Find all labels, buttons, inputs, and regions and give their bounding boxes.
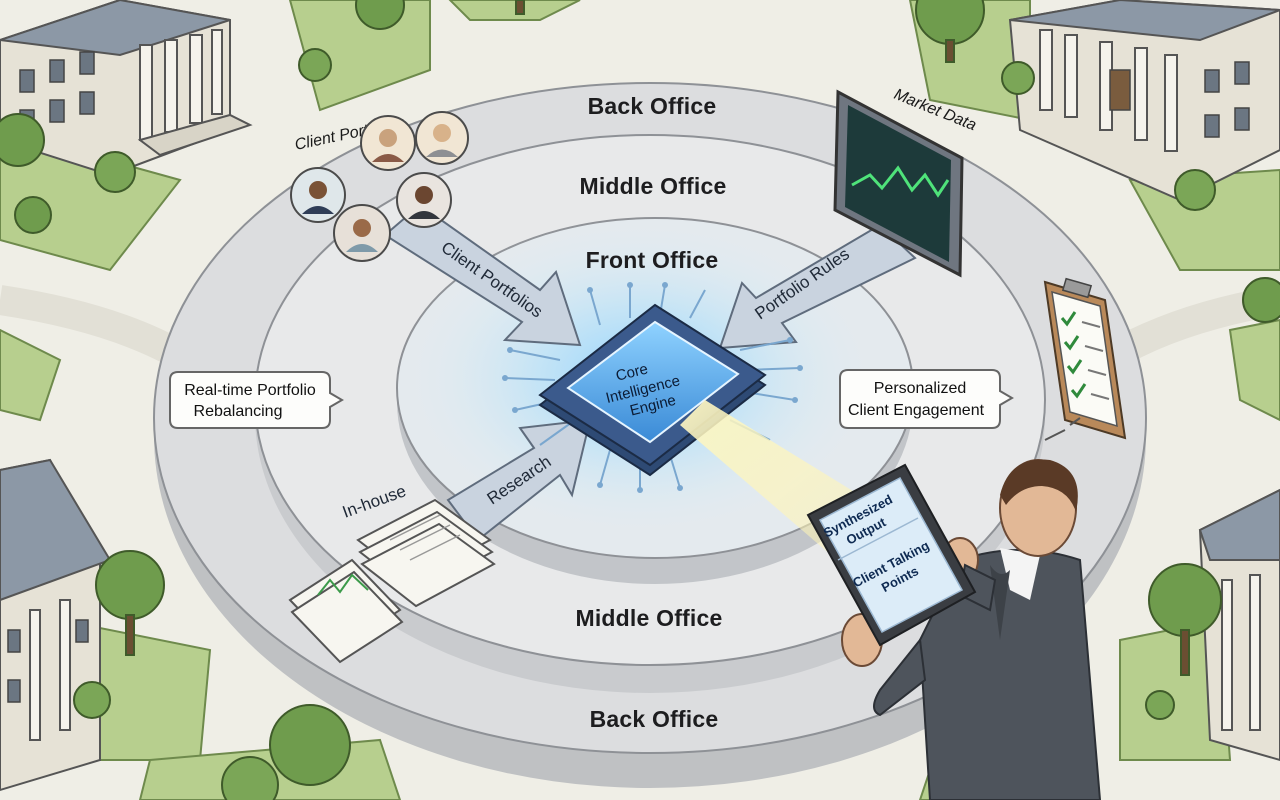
callout-engagement-line2: Client Engagement <box>848 402 985 419</box>
client-portfolios-group: Client Portfolios <box>290 111 469 262</box>
avatar <box>290 167 346 223</box>
ring-label-middle-top: Middle Office <box>579 173 726 199</box>
tablet: Synthesized Output Client Talking Points <box>806 463 977 647</box>
building-top-left <box>0 0 253 177</box>
building-bottom-right <box>1198 488 1280 762</box>
callout-engagement: Personalized Client Engagement <box>839 369 1014 429</box>
callout-engagement-line1: Personalized <box>874 380 967 397</box>
market-chart-line <box>851 165 950 198</box>
building-top-right <box>1008 0 1280 202</box>
monitor-screen <box>845 105 951 262</box>
avatar <box>360 115 416 171</box>
ring-label-middle-bottom: Middle Office <box>575 605 722 631</box>
core-chip: Core Intelligence Engine <box>502 282 803 493</box>
callout-rebalancing-line1: Real-time Portfolio <box>184 382 316 399</box>
dashed-connector <box>1044 417 1081 441</box>
callout-rebalancing-line2: Rebalancing <box>194 403 283 420</box>
ring-label-inner-top: Front Office <box>586 247 719 273</box>
avatar <box>415 111 469 165</box>
avatar <box>396 172 452 228</box>
avatar <box>333 204 391 262</box>
clipboard <box>1043 277 1127 440</box>
advisor-figure <box>841 459 1102 800</box>
ring-label-outer-bottom: Back Office <box>590 706 719 732</box>
callout-rebalancing: Real-time Portfolio Rebalancing <box>169 371 344 429</box>
ring-label-outer-top: Back Office <box>588 93 717 119</box>
